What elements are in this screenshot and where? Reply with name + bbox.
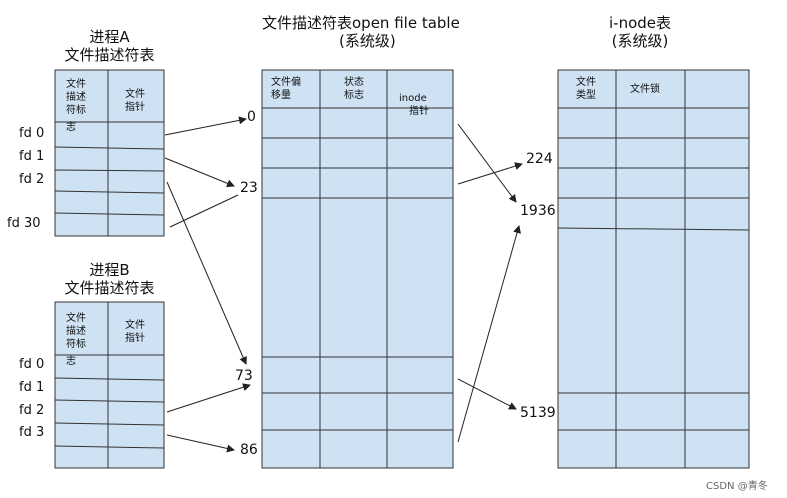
inode-table-title-line1: i-node表 (608, 14, 671, 32)
process-b-fd3-label: fd 3 (19, 425, 45, 440)
inode-entry-5139: 5139 (520, 405, 556, 421)
process-a-fd1-label: fd 1 (19, 149, 45, 164)
open-file-table-header-offset: 文件偏 移量 (271, 77, 301, 101)
inode-table-title-line2: (系统级) (611, 32, 669, 50)
process-b-header-file-pointer: 文件 指针 (125, 320, 145, 344)
open-file-entry-23: 23 (240, 180, 258, 196)
watermark: CSDN @青冬 (706, 481, 768, 492)
process-a-header-fd-flag: 文件 描述 符标 志 (66, 79, 86, 133)
process-b-title: 进程B 文件描述符表 (55, 261, 164, 297)
open-file-entry-86: 86 (240, 442, 258, 458)
arrow-entry23-to-224 (457, 162, 523, 185)
inode-table-header-type: 文件 类型 (576, 77, 596, 101)
open-file-table-grid (261, 69, 454, 469)
process-b-title-line2: 文件描述符表 (64, 279, 155, 297)
process-a-title: 进程A 文件描述符表 (55, 28, 164, 64)
process-a-title-line2: 文件描述符表 (64, 46, 155, 64)
arrow-b-fd3-to-86 (166, 434, 235, 453)
process-b-fd0-label: fd 0 (19, 357, 45, 372)
arrow-a-fd1-to-23 (164, 157, 235, 188)
process-a-title-line1: 进程A (89, 28, 130, 46)
process-a-fd2-label: fd 2 (19, 172, 45, 187)
inode-table-header-lock: 文件锁 (630, 84, 660, 95)
process-a-table (54, 69, 165, 237)
open-file-table-header-status: 状态 标志 (344, 77, 364, 101)
arrow-entry73-to-5139 (457, 378, 517, 410)
inode-entry-1936: 1936 (520, 203, 556, 219)
process-b-title-line1: 进程B (89, 261, 130, 279)
inode-entry-224: 224 (526, 151, 553, 167)
open-file-table-header-inode: inode 指针 (399, 93, 429, 117)
process-b-table (54, 301, 165, 469)
open-file-table-title-line2: (系统级) (339, 32, 396, 50)
process-b-fd1-label: fd 1 (19, 380, 45, 395)
process-a-fd30-label: fd 30 (7, 216, 41, 231)
arrow-a-fd0-to-0 (164, 116, 247, 136)
process-a-header-file-pointer: 文件 指针 (125, 89, 145, 113)
open-file-entry-73: 73 (235, 368, 253, 384)
open-file-table-title-line1: 文件描述符表open file table (262, 14, 460, 32)
arrow-entry0-to-1936 (457, 123, 517, 203)
arrow-b-fd2-to-73 (166, 383, 251, 413)
inode-table-grid (557, 69, 750, 469)
inode-table-title: i-node表 (系统级) (600, 14, 680, 50)
process-b-fd2-label: fd 2 (19, 403, 45, 418)
process-b-header-fd-flag: 文件 描述 符标 志 (66, 313, 86, 367)
open-file-entry-0: 0 (247, 109, 256, 125)
arrow-a-fd2-to-73 (166, 181, 247, 365)
line-a-fd30-to-23 (169, 194, 239, 228)
arrow-entry86-to-1936 (457, 225, 521, 443)
open-file-table-title: 文件描述符表open file table (系统级) (262, 14, 492, 50)
process-a-fd0-label: fd 0 (19, 126, 45, 141)
